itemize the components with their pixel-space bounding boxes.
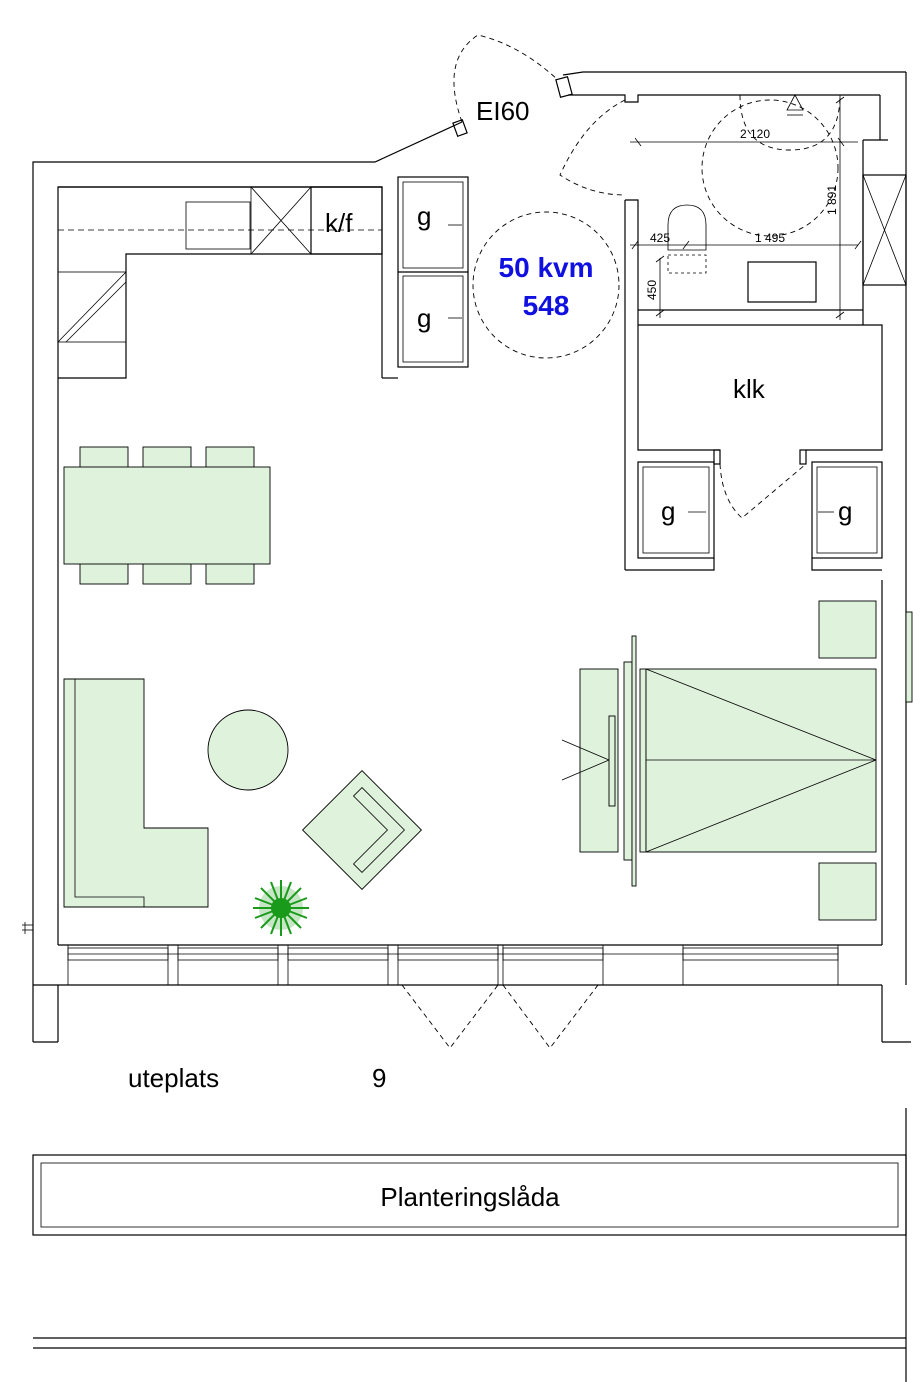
dimension-label: 2 120 [740, 127, 770, 141]
wardrobe-label: g [417, 201, 431, 231]
boundary-lines [33, 1337, 906, 1349]
side-table [207, 709, 289, 791]
bed [645, 668, 877, 853]
nightstand [818, 600, 877, 659]
dining-set [63, 446, 271, 585]
dimension-label: 425 [650, 231, 670, 245]
patio: uteplats 9 [128, 1063, 907, 1382]
entry-door: EI60 [453, 34, 626, 196]
dimension-label: 1 891 [825, 185, 839, 215]
windows [67, 945, 839, 985]
fire-door-label: EI60 [476, 96, 530, 126]
fridge-freezer-label: k/f [325, 208, 353, 238]
wardrobe-label: g [417, 303, 431, 333]
closet: klk g g [625, 324, 883, 571]
fridge-freezer [310, 186, 383, 255]
patio-label: uteplats [128, 1063, 219, 1093]
bathroom: 2 120 1 891 425 1 495 450 [624, 94, 907, 570]
bed-area [561, 600, 913, 921]
planter-label: Planteringslåda [380, 1182, 560, 1212]
dining-table [63, 466, 271, 565]
armchair [301, 769, 423, 891]
kitchen: k/f [57, 186, 398, 379]
planter: Planteringslåda [32, 1154, 907, 1236]
living-furniture [63, 678, 423, 936]
dimension-label: 1 495 [755, 231, 785, 245]
wardrobe-label: g [661, 496, 675, 526]
wardrobe-label: g [838, 496, 852, 526]
dimension-label: 450 [645, 280, 659, 300]
corner-sofa [63, 678, 209, 908]
balcony-doors [401, 984, 599, 1049]
wardrobes-entry: g g [397, 176, 469, 368]
patio-number: 9 [372, 1063, 386, 1093]
closet-label: klk [733, 374, 766, 404]
nightstand [818, 862, 877, 921]
area-label: 50 kvm [499, 252, 594, 283]
area-marker: 50 kvm 548 [472, 211, 620, 359]
plant-icon [253, 880, 309, 936]
unit-number: 548 [523, 290, 570, 321]
